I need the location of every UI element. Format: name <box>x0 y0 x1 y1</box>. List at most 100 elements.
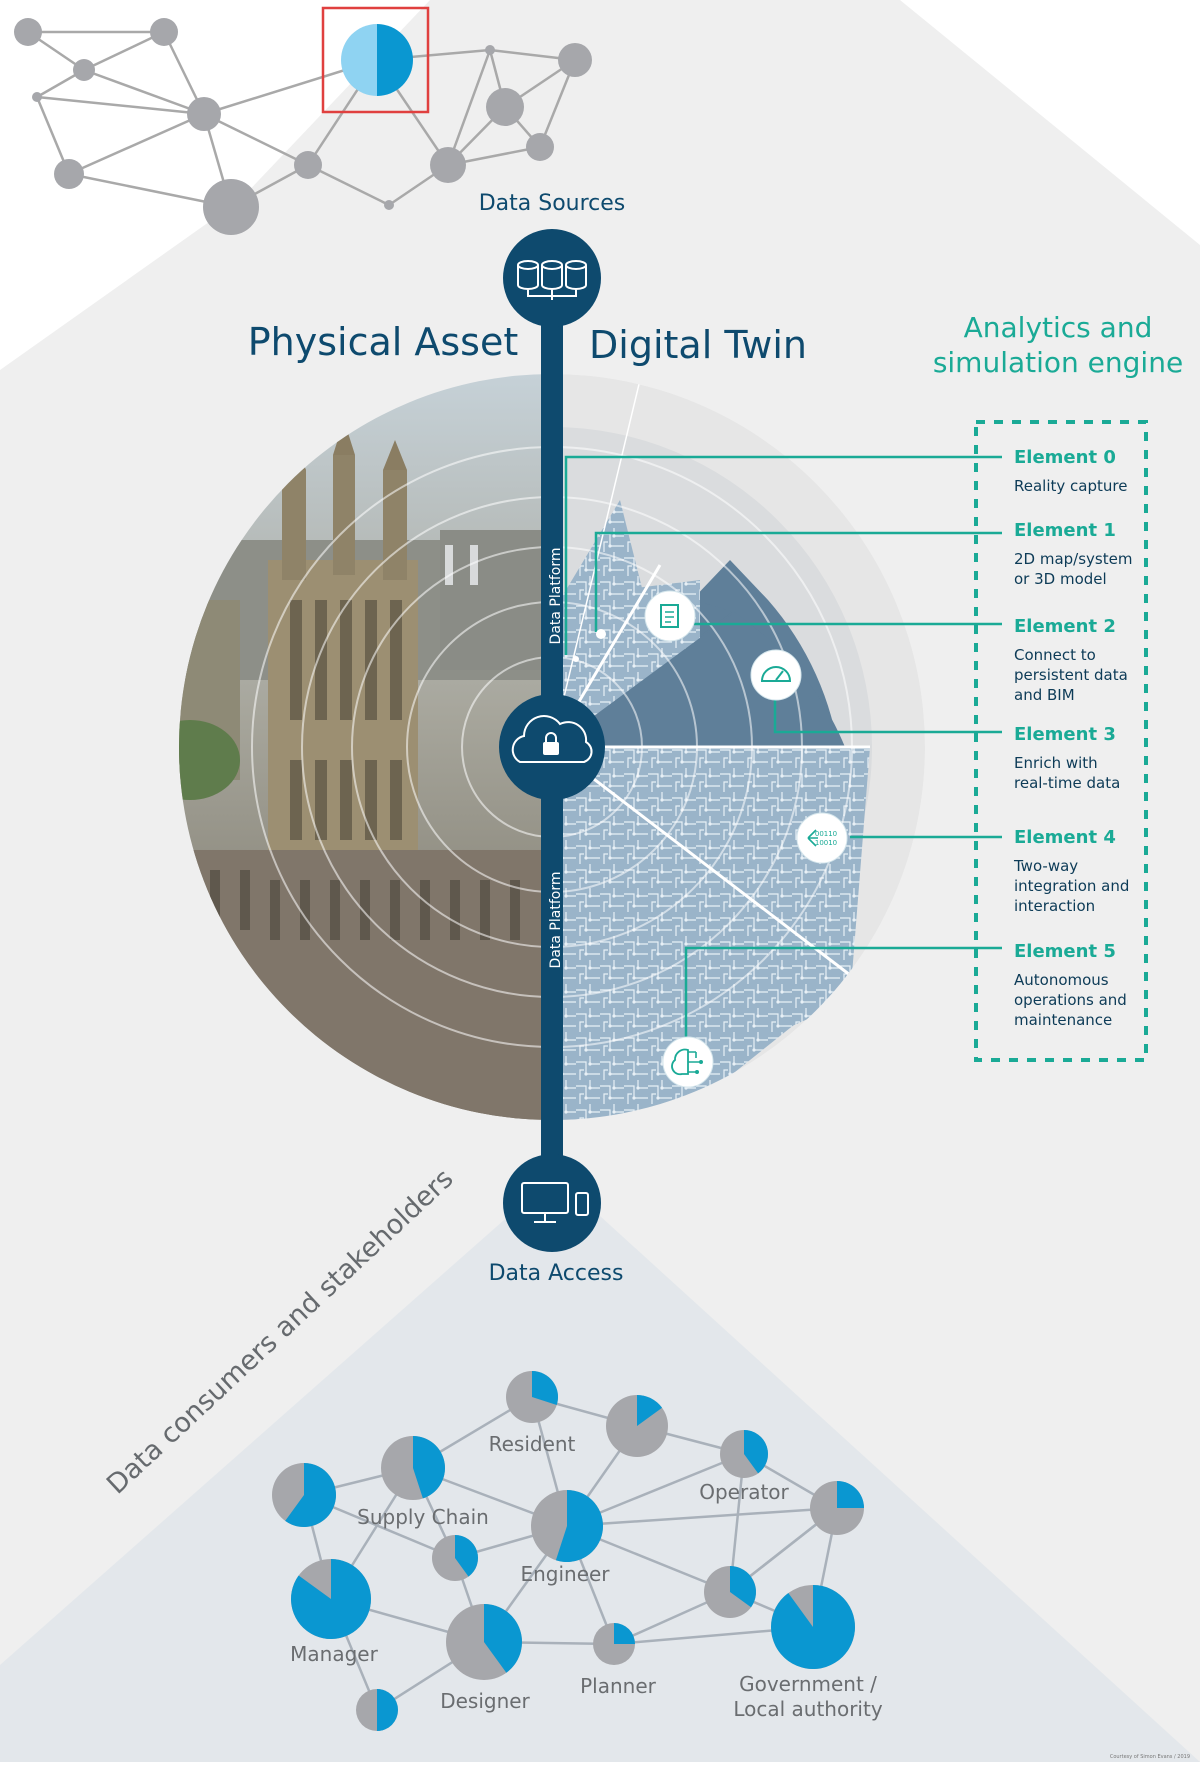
element-1-marker <box>596 629 606 639</box>
stakeholder-label: Local authority <box>733 1697 883 1721</box>
element-title: Element 0 <box>1014 447 1116 468</box>
element-description: persistent data <box>1014 666 1128 684</box>
data-source-node[interactable] <box>73 59 95 81</box>
data-sources-label: Data Sources <box>479 191 626 216</box>
data-source-node[interactable] <box>203 179 259 235</box>
element-connector <box>594 531 1002 632</box>
stakeholder-pie[interactable] <box>810 1481 864 1535</box>
data-source-node[interactable] <box>485 45 495 55</box>
stakeholder-pie[interactable] <box>446 1604 523 1680</box>
data-source-node[interactable] <box>294 151 322 179</box>
pie-slice <box>455 1535 479 1577</box>
pie-slice <box>637 1395 663 1426</box>
data-source-node[interactable] <box>187 97 221 131</box>
data-source-node[interactable] <box>526 133 554 161</box>
stakeholder-pie[interactable] <box>291 1559 372 1640</box>
analytics-title-line1: Analytics and <box>964 311 1153 344</box>
pie-slice <box>285 1463 336 1528</box>
element-title: Element 4 <box>1014 827 1116 848</box>
data-platform-label-bottom: Data Platform <box>548 872 564 969</box>
pie-slice <box>555 1490 603 1562</box>
data-source-node[interactable] <box>150 18 178 46</box>
stakeholder-pie[interactable] <box>704 1566 757 1618</box>
selected-source-highlight <box>321 6 430 114</box>
pie-slice <box>730 1566 757 1608</box>
element-title: Element 5 <box>1014 941 1116 962</box>
element-title: Element 2 <box>1014 616 1116 637</box>
pie-slice <box>484 1604 523 1673</box>
data-access-label: Data Access <box>489 1261 624 1286</box>
stakeholder-pie[interactable] <box>272 1463 336 1528</box>
element-description: or 3D model <box>1014 570 1107 588</box>
network-edge <box>68 112 205 176</box>
element-2[interactable]: Element 2 Connect to persistent data and BI… <box>644 590 1128 704</box>
data-source-node[interactable] <box>54 159 84 189</box>
element-0[interactable]: Element 0 Reality capture <box>564 447 1127 655</box>
gauge-icon[interactable] <box>750 649 802 701</box>
data-source-node[interactable] <box>384 200 394 210</box>
cloud-lock-icon <box>511 715 593 763</box>
pie-slice <box>377 1689 398 1731</box>
network-edge <box>83 68 205 116</box>
stakeholder-pie[interactable] <box>771 1585 856 1670</box>
element-description: Enrich with <box>1014 754 1098 772</box>
network-edge <box>446 49 492 166</box>
element-connector <box>684 946 1002 1045</box>
analytics-title-line2: simulation engine <box>933 346 1183 379</box>
data-sources-node[interactable] <box>503 229 601 327</box>
element-description: and BIM <box>1014 686 1075 704</box>
svg-text:00110: 00110 <box>815 830 837 838</box>
element-connector <box>773 690 1002 734</box>
data-access-node[interactable] <box>503 1154 601 1252</box>
highlighted-source-node[interactable] <box>341 24 413 96</box>
network-edge <box>203 112 309 167</box>
stakeholder-label: Planner <box>580 1674 657 1698</box>
element-description: maintenance <box>1014 1011 1112 1029</box>
stakeholder-pie[interactable] <box>432 1535 479 1581</box>
data-source-node[interactable] <box>558 43 592 77</box>
stakeholder-label: Designer <box>440 1689 530 1713</box>
stakeholder-label: Engineer <box>520 1562 610 1586</box>
stakeholder-pie[interactable] <box>593 1623 635 1665</box>
element-description: Reality capture <box>1014 477 1127 495</box>
stakeholder-label: Government / <box>739 1672 877 1696</box>
pie-slice <box>771 1585 856 1670</box>
data-source-node[interactable] <box>32 92 42 102</box>
document-icon[interactable] <box>644 590 696 642</box>
data-sources-network <box>14 18 592 235</box>
stakeholder-pie[interactable] <box>381 1436 446 1500</box>
data-source-node[interactable] <box>486 88 524 126</box>
pie-slice <box>532 1370 559 1406</box>
element-description: operations and <box>1014 991 1127 1009</box>
element-title: Element 3 <box>1014 724 1116 745</box>
data-source-node[interactable] <box>430 147 466 183</box>
stakeholder-pie[interactable] <box>506 1370 559 1423</box>
element-description: Connect to <box>1014 646 1096 664</box>
element-description: interaction <box>1014 897 1095 915</box>
stakeholder-pie[interactable] <box>531 1490 603 1562</box>
stakeholder-pie[interactable] <box>606 1395 668 1457</box>
element-description: Autonomous <box>1014 971 1109 989</box>
network-edge <box>307 163 390 207</box>
credit-text: Courtesy of Simon Evans / 2019 <box>1110 1754 1190 1760</box>
pie-slice <box>413 1436 446 1499</box>
cloud-node[interactable] <box>499 694 605 800</box>
element-3[interactable]: Element 3 Enrich with real-time data <box>750 649 1120 792</box>
brain-circuit-icon[interactable] <box>662 1036 714 1088</box>
element-description: real-time data <box>1014 774 1120 792</box>
data-source-node[interactable] <box>14 18 42 46</box>
stakeholder-pie[interactable] <box>720 1430 768 1478</box>
element-5[interactable]: Element 5 Autonomous operations and mainten… <box>662 941 1127 1088</box>
network-edge <box>83 30 165 72</box>
stakeholder-pie[interactable] <box>356 1689 398 1731</box>
stakeholder-edge <box>566 1506 838 1528</box>
element-description: 2D map/system <box>1014 550 1132 568</box>
stakeholder-label: Manager <box>290 1642 378 1666</box>
data-platform-label-top: Data Platform <box>548 548 564 645</box>
